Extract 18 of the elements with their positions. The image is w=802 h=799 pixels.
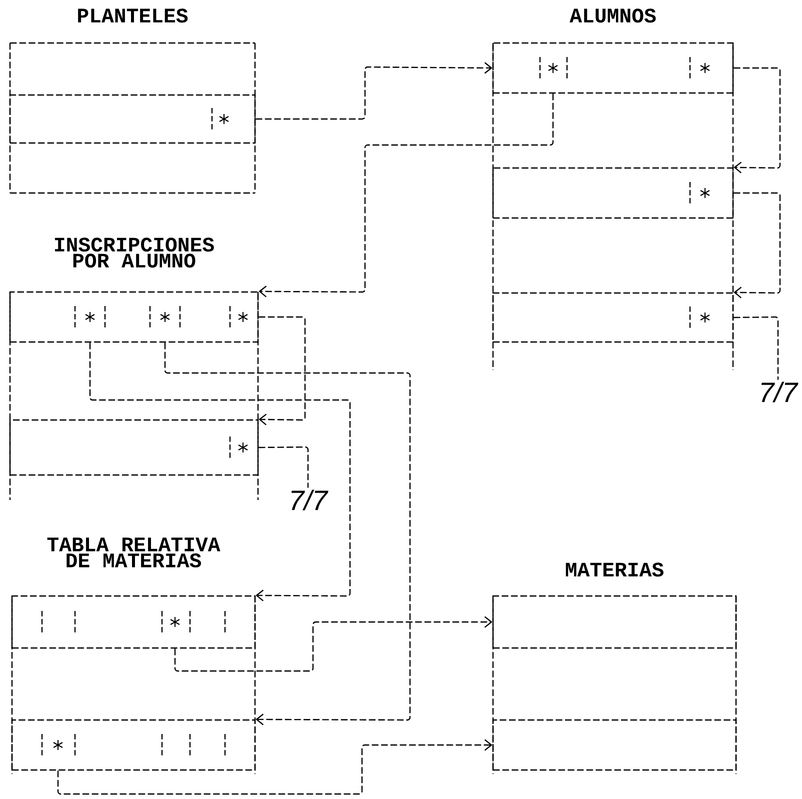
arrow bbox=[734, 67, 781, 174]
arrow bbox=[174, 616, 492, 672]
record-box bbox=[492, 719, 737, 771]
arrow bbox=[89, 342, 351, 602]
table-heading: PLANTELES bbox=[78, 8, 188, 23]
arrow bbox=[258, 94, 554, 298]
arrow bbox=[164, 342, 411, 726]
arrow bbox=[734, 192, 781, 298]
table-heading: INSCRIPCIONES POR ALUMNO bbox=[54, 238, 214, 268]
record-box bbox=[492, 595, 737, 649]
arrow bbox=[57, 739, 492, 795]
table-heading: MATERIAS bbox=[566, 562, 664, 577]
arrow bbox=[258, 316, 306, 426]
table-heading: TABLA RELATIVA DE MATERIAS bbox=[47, 538, 220, 568]
page-mark: 7/7 bbox=[291, 490, 328, 510]
table-heading: ALUMNOS bbox=[570, 8, 656, 23]
page-mark: 7/7 bbox=[761, 382, 798, 402]
arrow bbox=[256, 62, 492, 120]
